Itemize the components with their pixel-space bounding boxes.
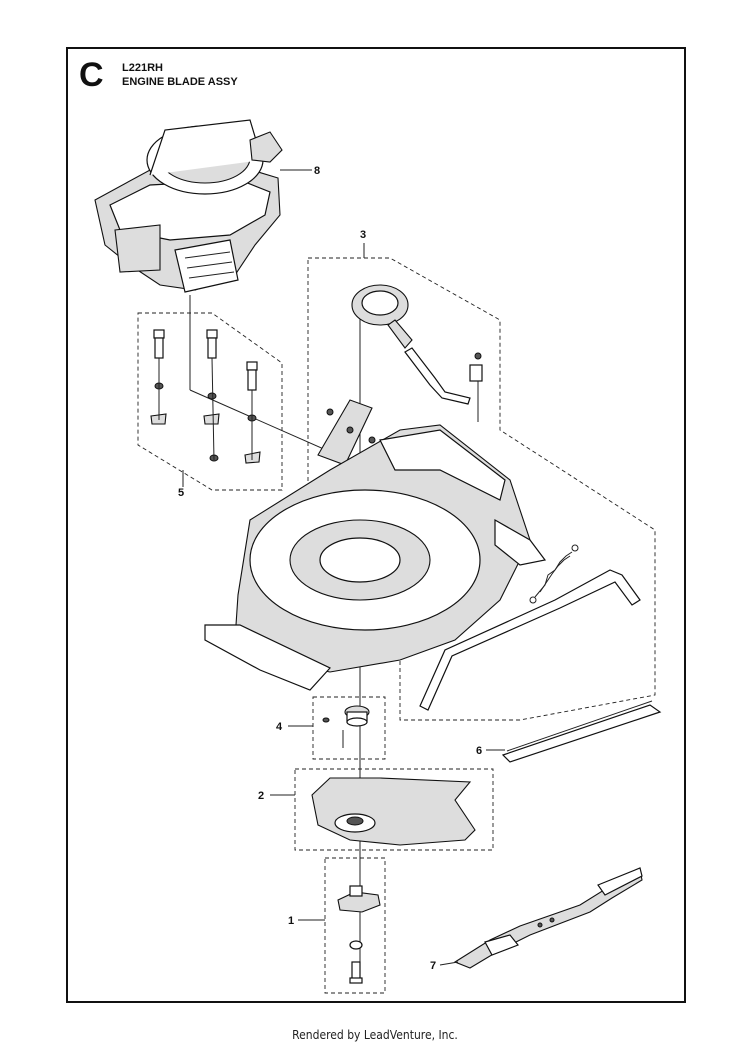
diagram-frame (66, 47, 686, 1003)
bushing-kit-box (312, 696, 386, 760)
callout-7: 7 (430, 960, 436, 972)
blade-guard-part[interactable] (311, 777, 476, 846)
callout-8: 8 (314, 165, 320, 177)
deck-kit-box (307, 257, 656, 721)
handle-rod-part[interactable] (419, 569, 641, 711)
bolt-kit-box (137, 312, 283, 491)
drive-belt-part[interactable] (501, 700, 662, 763)
callout-6: 6 (476, 745, 482, 757)
model-code: L221RH (122, 62, 163, 74)
bolt-kit-part[interactable] (150, 329, 261, 464)
leader-7 (439, 961, 459, 966)
height-adjust-knob-part[interactable] (351, 284, 413, 349)
blade-guard-box (294, 768, 494, 851)
blade-adapter-box (324, 857, 386, 994)
mower-deck-part[interactable] (204, 424, 547, 691)
height-adjust-lever-part[interactable] (404, 347, 483, 422)
engine-part[interactable] (94, 119, 283, 293)
section-letter: C (79, 56, 104, 94)
mower-blade-part[interactable] (453, 867, 643, 969)
tension-spring-part[interactable] (529, 544, 579, 604)
footer-credit: Rendered by LeadVenture, Inc. (292, 1028, 458, 1042)
callout-4: 4 (276, 721, 283, 733)
blade-adapter-part[interactable] (337, 885, 381, 984)
rear-bracket-part[interactable] (317, 399, 376, 466)
callout-1: 1 (288, 915, 294, 927)
callout-2: 2 (258, 790, 264, 802)
callout-5: 5 (178, 487, 184, 499)
assembly-title: ENGINE BLADE ASSY (122, 76, 238, 88)
callout-3: 3 (360, 229, 366, 241)
bushing-part[interactable] (322, 705, 370, 748)
